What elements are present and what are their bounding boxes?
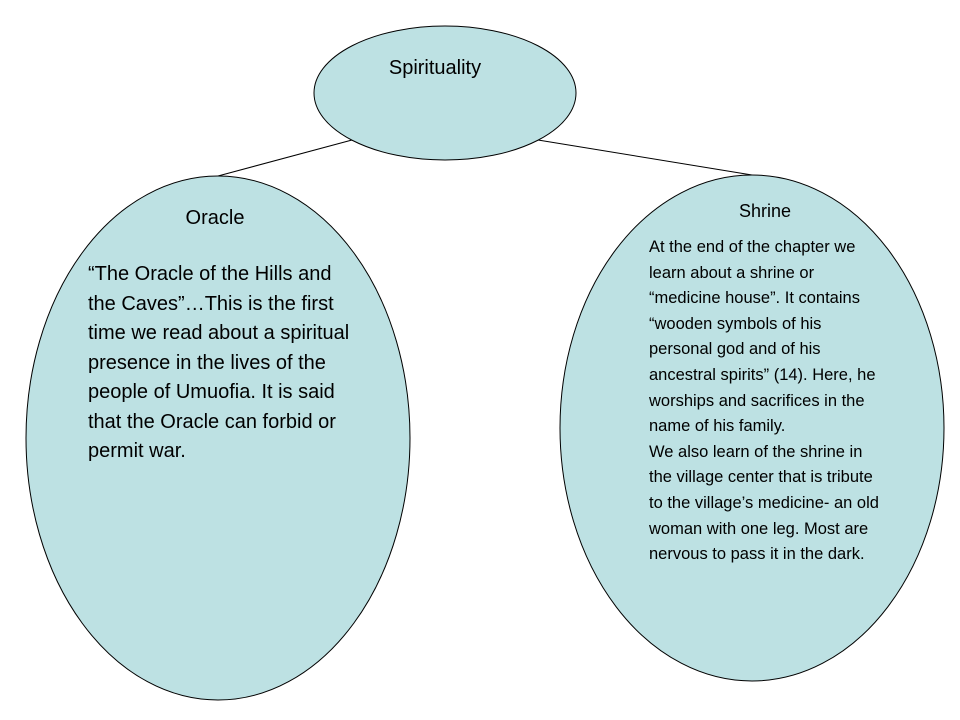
connector-root-shrine [537, 139, 753, 176]
spirituality-label: Spirituality [388, 57, 482, 79]
shrine-body-text: At the end of the chapter we learn about… [649, 235, 889, 568]
oracle-node [25, 175, 411, 701]
shrine-node [559, 174, 945, 682]
connector-root-oracle [217, 139, 353, 177]
shrine-title: Shrine [738, 201, 792, 221]
shrine-body-paragraph-1: At the end of the chapter we learn about… [649, 238, 876, 436]
oracle-title: Oracle [185, 207, 245, 229]
shrine-body-paragraph-2: We also learn of the shrine in the villa… [649, 442, 879, 564]
oracle-body-text: “The Oracle of the Hills and the Caves”…… [88, 263, 350, 462]
spirituality-node [313, 25, 577, 161]
